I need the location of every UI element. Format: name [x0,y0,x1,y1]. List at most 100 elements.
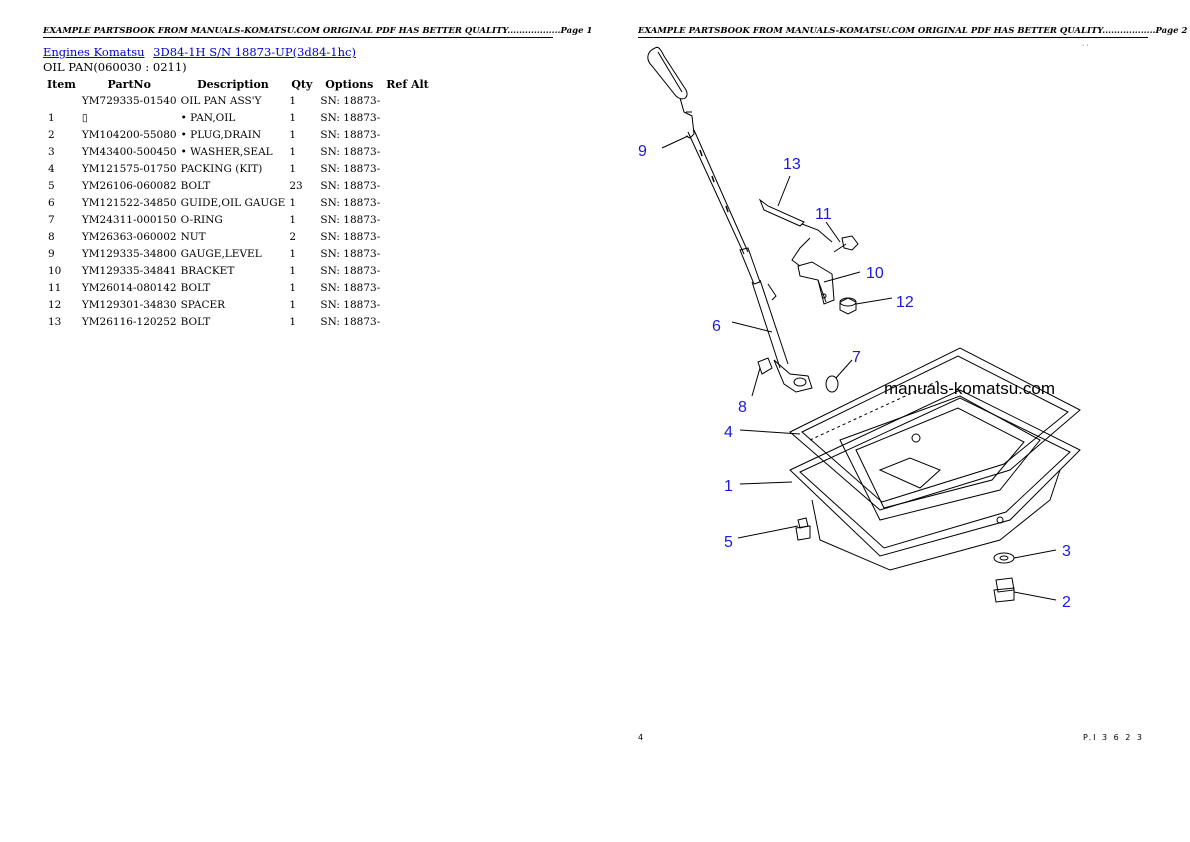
cell-partno: YM26014-080142 [81,281,177,294]
cell-item: 9 [48,247,55,260]
cell-ref-alt [382,126,433,143]
gasket-4 [789,347,1081,511]
cell-ref-alt [382,194,433,211]
oil-pan-exploded-diagram: 9 13 11 10 12 6 7 8 4 1 5 3 2 manuals-ko… [638,42,1090,611]
drain-plug-2 [993,577,1015,603]
watermark-text: manuals-komatsu.com [884,379,1055,398]
parts-table: Item PartNo Description Qty Options Ref … [43,77,433,330]
cell-item: 7 [48,213,55,226]
cell-qty: 1 [289,162,297,175]
cell-ref-alt [382,296,433,313]
cell-ref-alt [382,279,433,296]
callout-7: 7 [852,349,861,366]
oil-pan-1 [789,389,1081,571]
bolt-13 [758,198,833,267]
cell-qty: 2 [289,230,297,243]
cell-description: BOLT [180,179,211,192]
cell-options: SN: 18873- [320,179,381,192]
o-ring-7 [825,375,839,393]
page-header-right: EXAMPLE PARTSBOOK FROM MANUALS-KOMATSU.C… [638,26,1188,38]
cell-description: NUT [180,230,206,243]
bracket-10 [797,261,835,305]
cell-partno: YM121575-01750 [81,162,177,175]
callout-12: 12 [896,294,914,311]
cell-ref-alt [382,109,433,126]
cell-options: SN: 18873- [320,264,381,277]
cell-qty: 1 [289,281,297,294]
cell-partno: YM104200-55080 [81,128,177,141]
cell-description: BOLT [180,281,211,294]
cell-description: OIL PAN ASS'Y [180,94,262,107]
cell-options: SN: 18873- [320,162,381,175]
cell-item: 13 [48,315,62,328]
cell-description: BOLT [180,315,211,328]
cell-qty: 1 [289,264,297,277]
cell-options: SN: 18873- [320,213,381,226]
leader-lines [661,135,1057,601]
cell-partno: YM129301-34830 [81,298,177,311]
breadcrumb-link-engines[interactable]: Engines Komatsu [43,45,145,59]
bolt-5 [795,517,811,541]
column-header-description: Description [197,78,269,91]
cell-description: BRACKET [180,264,235,277]
cell-ref-alt [382,228,433,245]
cell-partno: YM129335-34800 [81,247,177,260]
callout-2: 2 [1062,594,1071,611]
cell-partno: YM26363-060002 [81,230,177,243]
page-header-left: EXAMPLE PARTSBOOK FROM MANUALS-KOMATSU.C… [43,26,593,38]
cell-options: SN: 18873- [320,145,381,158]
cell-item: 4 [48,162,55,175]
cell-ref-alt [382,245,433,262]
dipstick-handle [647,46,688,100]
column-header-options: Options [325,78,374,91]
cell-item: 11 [48,281,62,294]
cell-options: SN: 18873- [320,230,381,243]
cell-qty: 1 [289,128,297,141]
cell-item: 12 [48,298,62,311]
cell-options: SN: 18873- [320,196,381,209]
cell-qty: 1 [289,298,297,311]
cell-qty: 1 [289,247,297,260]
cell-partno: YM129335-34841 [81,264,177,277]
cell-qty: 1 [289,111,297,124]
cell-description: GUIDE,OIL GAUGE [180,196,286,209]
cell-options: SN: 18873- [320,315,381,328]
cell-description: O-RING [180,213,223,226]
breadcrumb: Engines Komatsu 3D84-1H S/N 18873-UP(3d8… [43,45,361,59]
cell-item: 2 [48,128,55,141]
callout-1: 1 [724,478,733,495]
cell-qty: 1 [289,213,297,226]
column-header-ref-alt: Ref Alt [386,78,429,91]
cell-description: SPACER [180,298,226,311]
callout-5: 5 [724,534,733,551]
cell-partno: YM26116-120252 [81,315,177,328]
callout-13: 13 [783,156,801,173]
cell-description: • PAN,OIL [180,111,236,124]
cell-partno: YM729335-01540 [81,94,177,107]
cell-partno: YM43400-500450 [81,145,177,158]
cell-partno: YM26106-060082 [81,179,177,192]
cell-item: 6 [48,196,55,209]
callout-10: 10 [866,265,884,282]
footer-right: P.I 3 6 2 3 [1083,733,1145,742]
column-header-qty: Qty [291,78,313,91]
nut-8 [757,357,773,375]
cell-options: SN: 18873- [320,247,381,260]
cell-ref-alt [382,177,433,194]
column-header-partno: PartNo [107,78,151,91]
column-header-item: Item [47,78,76,91]
breadcrumb-link-model[interactable]: 3D84-1H S/N 18873-UP(3d84-1hc) [153,45,356,59]
callout-8: 8 [738,399,747,416]
cell-qty: 1 [289,94,297,107]
cell-partno: YM121522-34850 [81,196,177,209]
spacer-12 [839,297,857,315]
